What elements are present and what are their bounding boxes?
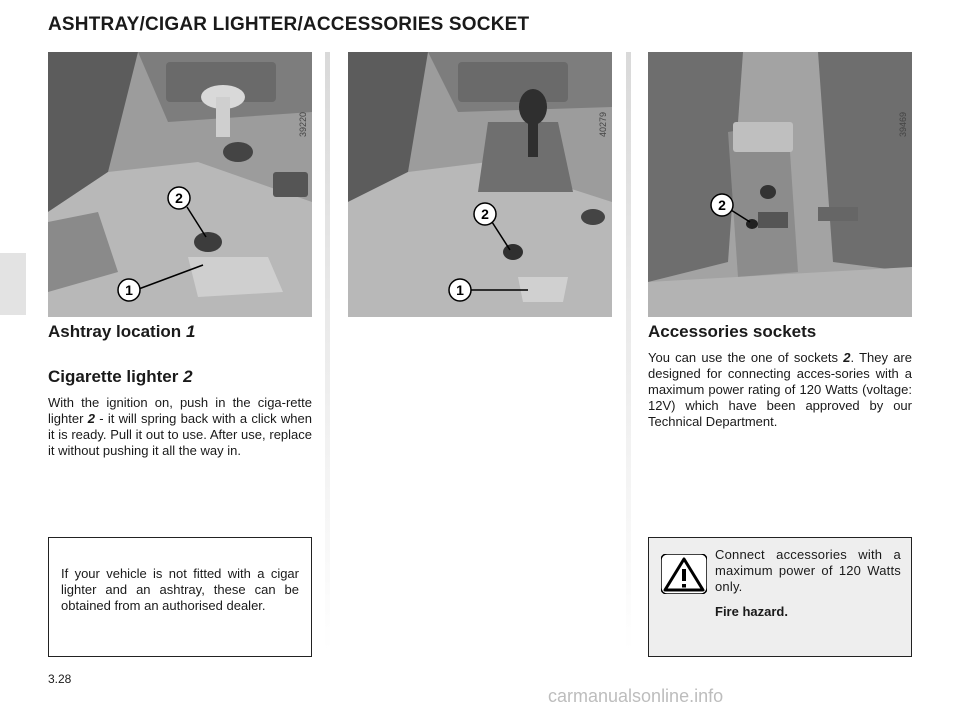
- heading-ref-number: 1: [185, 322, 196, 341]
- callout-1: 1: [125, 282, 133, 298]
- watermark: carmanualsonline.info: [548, 686, 724, 706]
- page-title: ASHTRAY/CIGAR LIGHTER/ACCESSORIES SOCKET: [48, 14, 530, 35]
- sockets-description: You can use the one of sockets 2. They a…: [648, 350, 912, 429]
- heading-accessories-sockets: Accessories sockets: [648, 322, 817, 341]
- figure-ashtray-lighter: 2 1 39220: [48, 52, 312, 317]
- figure-ref: 40279: [598, 112, 608, 138]
- figure-manual-shifter: 2 1 40279: [348, 52, 612, 317]
- column-divider: [325, 52, 330, 652]
- heading-ref-number: 2: [183, 367, 193, 386]
- callout-2: 2: [481, 206, 489, 222]
- page-number: 3.28: [48, 672, 72, 686]
- warning-emphasis: Fire hazard.: [715, 604, 788, 619]
- callout-1: 1: [456, 282, 464, 298]
- note-text: If your vehicle is not fitted with a cig…: [61, 566, 299, 613]
- warning-text: Connect accessories with a maximum power…: [715, 547, 901, 594]
- column-divider: [626, 52, 631, 652]
- warning-triangle-icon: [661, 554, 707, 594]
- heading-ashtray-location: Ashtray location 1: [48, 322, 196, 341]
- lighter-instructions: With the ignition on, push in the ciga-r…: [48, 395, 312, 458]
- figure-rear-socket: 2 39469: [648, 52, 912, 317]
- note-box: If your vehicle is not fitted with a cig…: [48, 537, 312, 657]
- figure-ref: 39220: [298, 112, 308, 138]
- section-tab: [0, 253, 26, 315]
- callout-2: 2: [718, 197, 726, 213]
- heading-cigarette-lighter: Cigarette lighter 2: [48, 367, 193, 386]
- figure-ref: 39469: [898, 112, 908, 138]
- callout-2: 2: [175, 190, 183, 206]
- warning-box: Connect accessories with a maximum power…: [648, 537, 912, 657]
